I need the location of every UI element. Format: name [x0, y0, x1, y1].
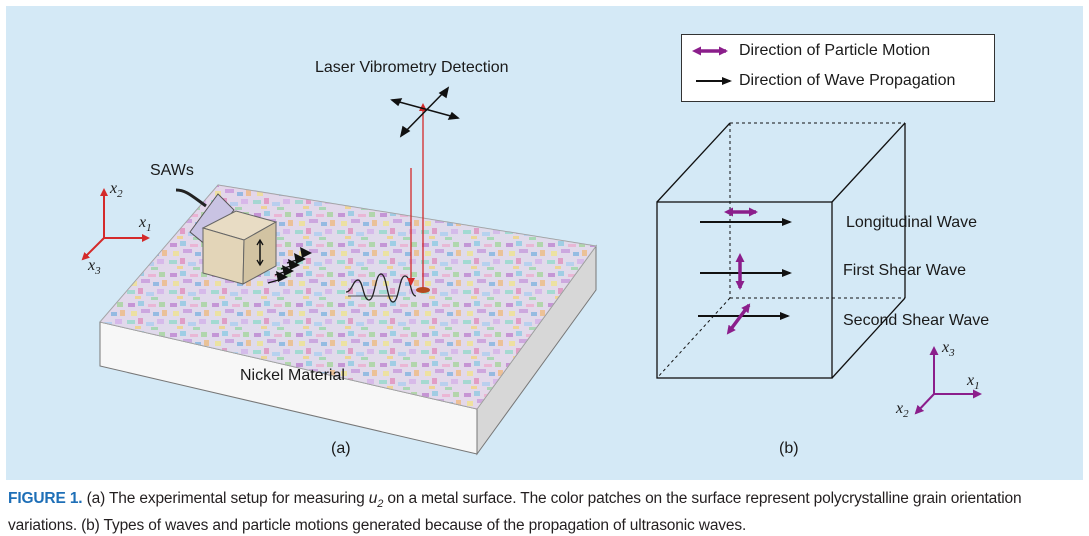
axis-b-x2: x2: [896, 400, 909, 421]
laser-beam: [407, 103, 430, 293]
legend-icons: [692, 46, 732, 85]
panel-a-sublabel: (a): [331, 440, 351, 457]
panel-b-sublabel: (b): [779, 440, 799, 457]
longitudinal-wave-label: Longitudinal Wave: [846, 214, 978, 231]
axis-a-x3: x3: [88, 257, 101, 278]
axes-b: [914, 346, 982, 415]
figure-label: FIGURE 1.: [8, 490, 83, 507]
legend-wave-propagation: Direction of Wave Propagation: [739, 72, 956, 89]
legend-particle-motion: Direction of Particle Motion: [739, 42, 931, 59]
axes-a: [81, 188, 150, 261]
nickel-slab: [99, 184, 597, 456]
axis-b-x3: x3: [942, 339, 955, 360]
caption-variable: u2: [368, 490, 384, 511]
axis-a-x1: x1: [139, 214, 152, 235]
laser-spot: [416, 287, 430, 293]
axis-a-x2: x2: [110, 180, 123, 201]
legend: Direction of Particle Motion Direction o…: [681, 34, 995, 102]
detection-motion-icon: [390, 86, 460, 138]
saw-transducer: [175, 188, 278, 285]
wave-packet: [345, 273, 417, 303]
saws-label: SAWs: [150, 162, 194, 179]
wave-arrows: [698, 207, 792, 335]
wave-front-arrows: [267, 247, 312, 284]
laser-vibrometry-label: Laser Vibrometry Detection: [315, 59, 509, 76]
second-shear-wave-label: Second Shear Wave: [843, 312, 990, 329]
nickel-material-label: Nickel Material: [240, 367, 345, 384]
axis-b-x1: x1: [967, 372, 980, 393]
cube: [656, 122, 906, 379]
caption-text-2: on a metal surface. The color patches on…: [8, 490, 1022, 535]
first-shear-wave-label: First Shear Wave: [843, 262, 966, 279]
figure-caption: FIGURE 1. (a) The experimental setup for…: [8, 488, 1078, 536]
caption-text-1: (a) The experimental setup for measuring: [82, 490, 369, 507]
